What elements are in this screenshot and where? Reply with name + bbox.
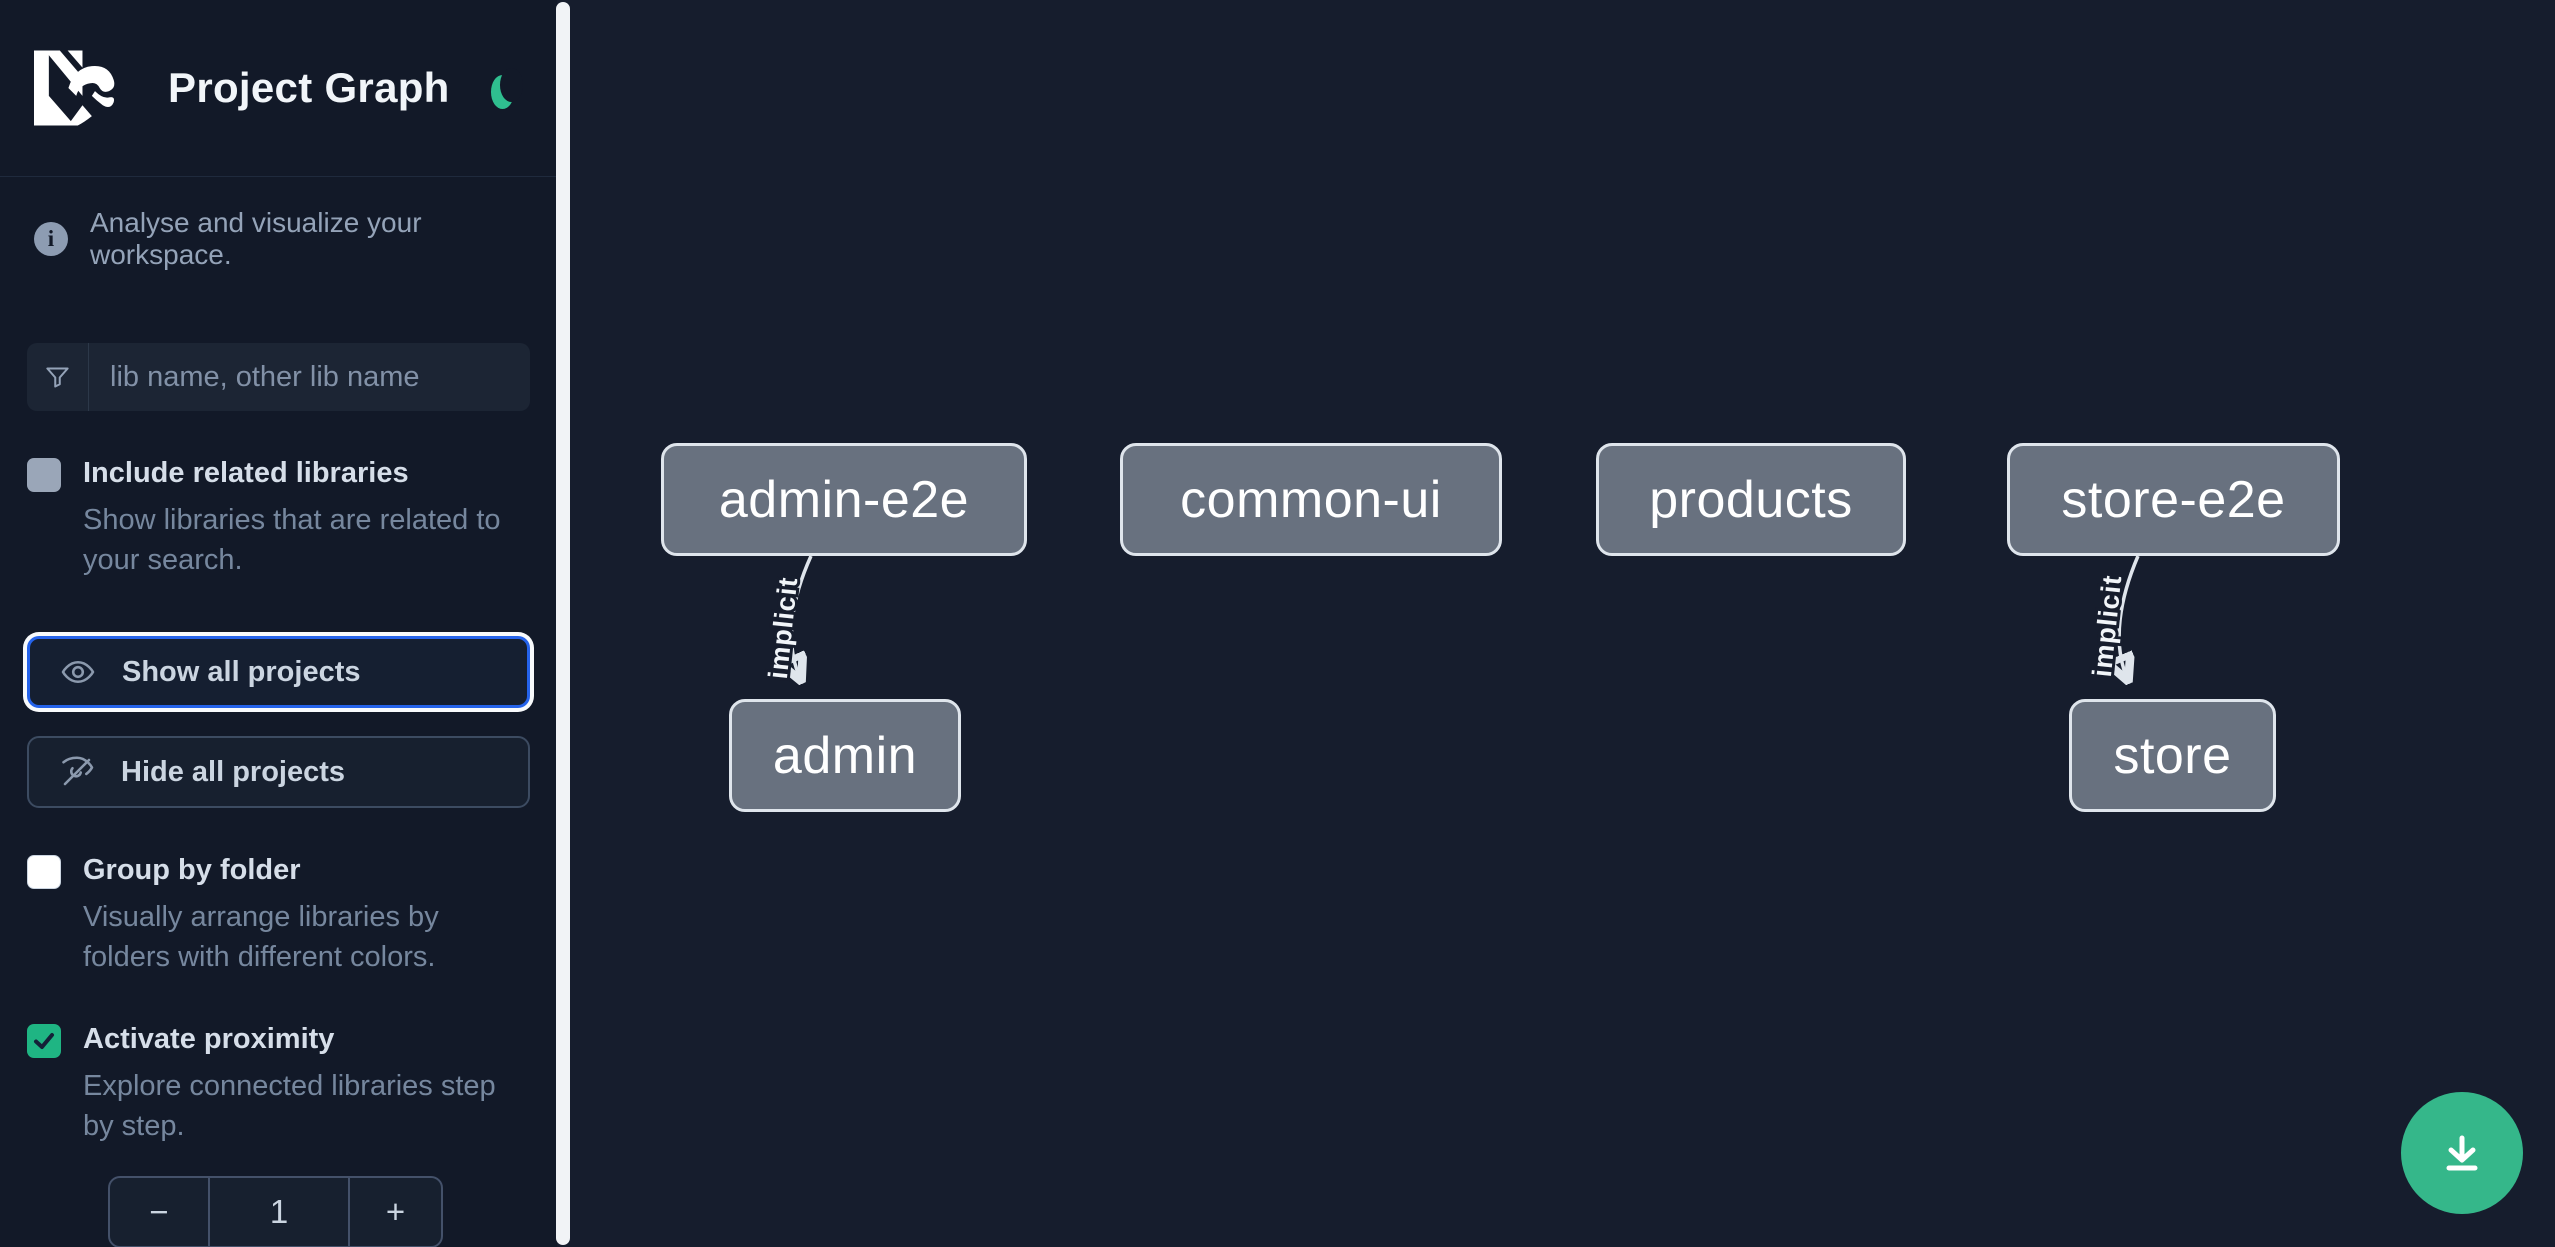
show-all-projects-label: Show all projects bbox=[122, 655, 361, 688]
edge-admin-e2e-to-admin bbox=[791, 555, 813, 678]
graph-node-common-ui[interactable]: common-ui bbox=[1120, 443, 1502, 556]
graph-node-store[interactable]: store bbox=[2069, 699, 2276, 812]
graph-node-store-e2e[interactable]: store-e2e bbox=[2007, 443, 2340, 556]
option-include-related: Include related libraries Show libraries… bbox=[27, 455, 530, 580]
page-title: Project Graph bbox=[168, 64, 450, 111]
graph-node-products[interactable]: products bbox=[1596, 443, 1906, 556]
nx-logo-icon bbox=[34, 50, 115, 126]
graph-canvas[interactable]: implicit implicit admin-e2e common-ui pr… bbox=[571, 0, 2555, 1247]
eye-icon bbox=[61, 660, 95, 684]
graph-node-admin-e2e[interactable]: admin-e2e bbox=[661, 443, 1027, 556]
show-all-projects-button[interactable]: Show all projects bbox=[27, 636, 530, 708]
download-icon bbox=[2446, 1135, 2478, 1171]
option-description: Explore connected libraries step by step… bbox=[83, 1070, 496, 1142]
edge-store-e2e-to-store bbox=[2119, 555, 2140, 678]
info-row: i Analyse and visualize your workspace. bbox=[34, 207, 523, 271]
option-label: Activate proximity bbox=[83, 1023, 335, 1055]
eye-off-icon bbox=[62, 756, 94, 786]
include-related-checkbox[interactable] bbox=[27, 458, 61, 492]
proximity-stepper: − 1 + bbox=[108, 1176, 443, 1247]
hide-all-projects-label: Hide all projects bbox=[121, 755, 346, 788]
edge-label-implicit: implicit bbox=[763, 575, 804, 680]
project-actions: Show all projects Hide all projects bbox=[27, 636, 530, 808]
option-description: Show libraries that are related to your … bbox=[83, 504, 501, 576]
option-description: Visually arrange libraries by folders wi… bbox=[83, 901, 439, 973]
sidebar-scrollbar-thumb[interactable] bbox=[556, 2, 570, 1245]
graph-node-admin[interactable]: admin bbox=[729, 699, 961, 812]
check-icon bbox=[34, 1033, 54, 1049]
stepper-increment-button[interactable]: + bbox=[348, 1178, 441, 1246]
group-by-folder-checkbox[interactable] bbox=[27, 855, 61, 889]
option-activate-proximity: Activate proximity Explore connected lib… bbox=[27, 1021, 530, 1146]
info-icon: i bbox=[34, 222, 68, 256]
graph-edges: implicit implicit bbox=[760, 555, 2140, 1247]
activate-proximity-checkbox[interactable] bbox=[27, 1024, 61, 1058]
edge-label-implicit: implicit bbox=[2087, 573, 2128, 678]
option-group-by-folder: Group by folder Visually arrange librari… bbox=[27, 852, 530, 977]
stepper-value[interactable]: 1 bbox=[208, 1178, 348, 1246]
theme-toggle-moon-icon[interactable] bbox=[499, 68, 523, 102]
download-graph-button[interactable] bbox=[2401, 1092, 2523, 1214]
search-box bbox=[27, 343, 530, 411]
search-input[interactable] bbox=[89, 343, 530, 411]
stepper-decrement-button[interactable]: − bbox=[149, 1193, 169, 1230]
option-label: Include related libraries bbox=[83, 457, 409, 489]
hide-all-projects-button[interactable]: Hide all projects bbox=[27, 736, 530, 808]
filter-funnel-icon[interactable] bbox=[27, 343, 89, 411]
option-label: Group by folder bbox=[83, 854, 301, 886]
info-text: Analyse and visualize your workspace. bbox=[90, 207, 422, 270]
sidebar: Project Graph i Analyse and visualize yo… bbox=[0, 0, 557, 1247]
sidebar-header: Project Graph bbox=[0, 0, 557, 177]
